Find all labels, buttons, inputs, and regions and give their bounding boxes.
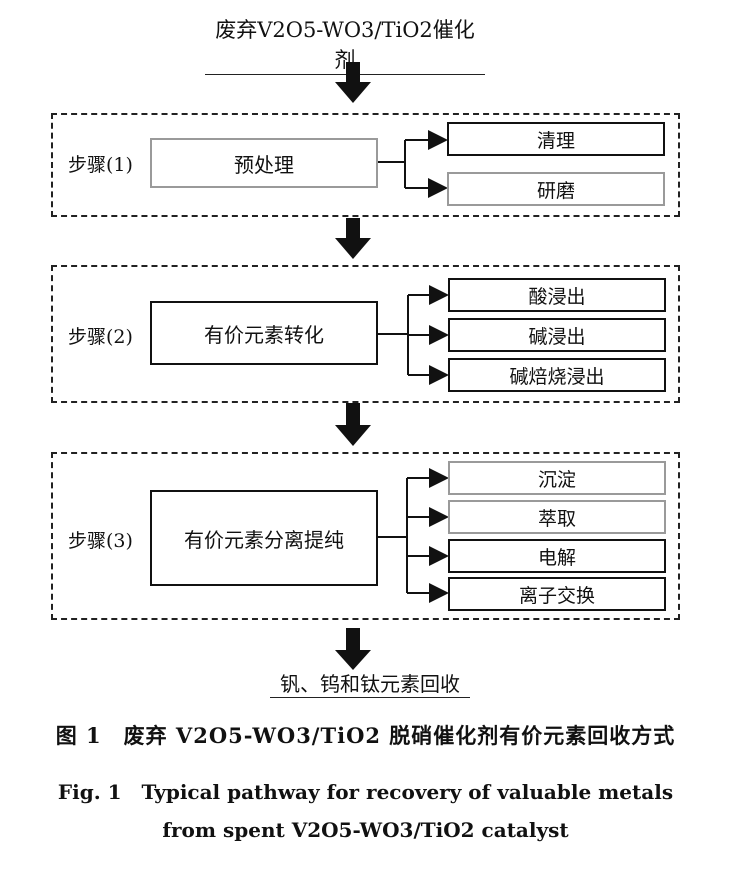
step-2-frame <box>51 265 680 403</box>
step-1-main-box: 预处理 <box>150 138 378 188</box>
step-3-main-box: 有价元素分离提纯 <box>150 490 378 586</box>
step-3-sub-2: 萃取 <box>448 500 666 534</box>
step-3-sub-4: 离子交换 <box>448 577 666 611</box>
step-2-sub-2: 碱浸出 <box>448 318 666 352</box>
top-title: 废弃V2O5-WO3/TiO2催化剂 <box>205 14 485 75</box>
step-3-label: 步骤(3) <box>68 530 133 552</box>
down-arrow-4 <box>335 628 371 670</box>
caption-english-line-2: from spent V2O5-WO3/TiO2 catalyst <box>162 818 569 842</box>
down-arrow-3 <box>335 403 371 446</box>
step-1-frame <box>51 113 680 217</box>
step-1-sub-1: 清理 <box>447 122 665 156</box>
caption-english-line-1: Fig. 1 Typical pathway for recovery of v… <box>57 780 674 804</box>
bottom-title: 钒、钨和钛元素回收 <box>270 668 470 698</box>
step-2-sub-1: 酸浸出 <box>448 278 666 312</box>
step-2-main-box: 有价元素转化 <box>150 301 378 365</box>
step-3-sub-3: 电解 <box>448 539 666 573</box>
down-arrow-2 <box>335 218 371 259</box>
caption-chinese: 图 1 废弃 V2O5-WO3/TiO2 脱硝催化剂有价元素回收方式 <box>55 723 676 748</box>
step-2-sub-3: 碱焙烧浸出 <box>448 358 666 392</box>
step-2-label: 步骤(2) <box>68 326 133 348</box>
step-1-sub-2: 研磨 <box>447 172 665 206</box>
step-3-frame <box>51 452 680 620</box>
step-3-sub-1: 沉淀 <box>448 461 666 495</box>
step-1-label: 步骤(1) <box>68 154 133 176</box>
